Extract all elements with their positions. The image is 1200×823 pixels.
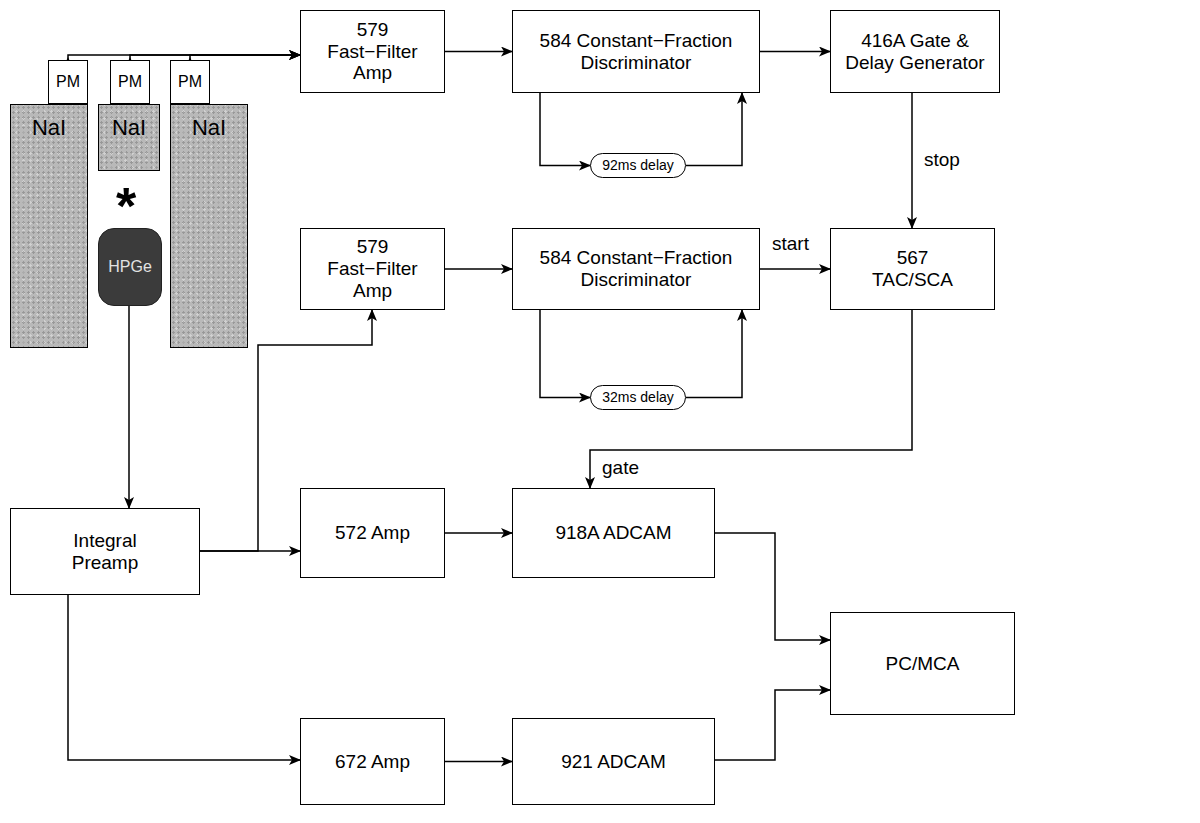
- signal-connector: [715, 533, 830, 640]
- amplifier-box: 672 Amp: [300, 718, 445, 805]
- preamp-box: Integral Preamp: [10, 508, 200, 595]
- node-text: NaI: [106, 115, 152, 140]
- node-text: 921 ADCAM: [555, 751, 672, 773]
- signal-connector: [590, 310, 912, 488]
- node-text: Integral Preamp: [39, 530, 171, 574]
- signal-connector: [128, 306, 130, 508]
- node-text: PM: [116, 73, 144, 91]
- scintillator-crystal: NaI: [170, 104, 248, 348]
- adc-box: 921 ADCAM: [512, 718, 715, 805]
- signal-connector: [911, 93, 913, 228]
- source-marker: *: [116, 180, 136, 232]
- delay-cable: 32ms delay: [590, 385, 686, 410]
- scintillator-crystal: NaI: [10, 104, 88, 348]
- node-text: NaI: [26, 115, 72, 140]
- signal-connector: [445, 761, 512, 763]
- signal-connector: [130, 55, 300, 60]
- node-text: PM: [54, 73, 82, 91]
- node-text: 672 Amp: [329, 751, 416, 773]
- adc-box: 918A ADCAM: [512, 488, 715, 578]
- photomultiplier-box: PM: [48, 60, 88, 104]
- discriminator-box: 584 Constant−Fraction Discriminator: [512, 10, 760, 93]
- node-text: PC/MCA: [880, 653, 966, 675]
- tac-box: 567 TAC/SCA: [830, 228, 995, 310]
- computer-box: PC/MCA: [830, 612, 1015, 715]
- delay-cable: 92ms delay: [590, 153, 686, 178]
- node-text: 32ms delay: [596, 389, 680, 405]
- node-text: 918A ADCAM: [549, 522, 677, 544]
- amplifier-box: 579 Fast−Filter Amp: [300, 10, 445, 93]
- signal-connector: [540, 93, 590, 166]
- node-text: 579 Fast−Filter Amp: [304, 236, 441, 302]
- signal-connector: [445, 532, 512, 534]
- scintillator-crystal: NaI: [98, 104, 160, 171]
- signal-label: start: [770, 234, 811, 255]
- node-text: 579 Fast−Filter Amp: [304, 19, 441, 85]
- signal-connector: [686, 310, 742, 398]
- node-text: 584 Constant−Fraction Discriminator: [530, 30, 742, 74]
- signal-connector: [760, 51, 830, 53]
- signal-label: stop: [922, 150, 962, 171]
- amplifier-box: 572 Amp: [300, 488, 445, 578]
- discriminator-box: 584 Constant−Fraction Discriminator: [512, 228, 760, 310]
- germanium-detector: HPGe: [98, 228, 162, 306]
- signal-connector: [686, 93, 742, 166]
- node-text: PM: [176, 73, 204, 91]
- node-text: 584 Constant−Fraction Discriminator: [530, 247, 742, 291]
- node-text: 92ms delay: [596, 157, 680, 173]
- node-text: HPGe: [102, 258, 158, 276]
- signal-connector: [200, 550, 300, 552]
- amplifier-box: 579 Fast−Filter Amp: [300, 228, 445, 310]
- delay-generator-box: 416A Gate & Delay Generator: [830, 10, 1000, 93]
- signal-connector: [445, 268, 512, 270]
- signal-connector: [540, 310, 590, 398]
- photomultiplier-box: PM: [110, 60, 150, 104]
- node-text: 416A Gate & Delay Generator: [834, 30, 996, 74]
- node-text: NaI: [186, 115, 232, 140]
- photomultiplier-box: PM: [170, 60, 210, 104]
- signal-connector: [715, 690, 830, 760]
- node-text: 567 TAC/SCA: [852, 247, 974, 291]
- signal-label: gate: [600, 458, 641, 479]
- signal-connector: [760, 268, 830, 270]
- signal-connector: [445, 51, 512, 53]
- signal-connector: [68, 595, 300, 760]
- node-text: 572 Amp: [329, 522, 416, 544]
